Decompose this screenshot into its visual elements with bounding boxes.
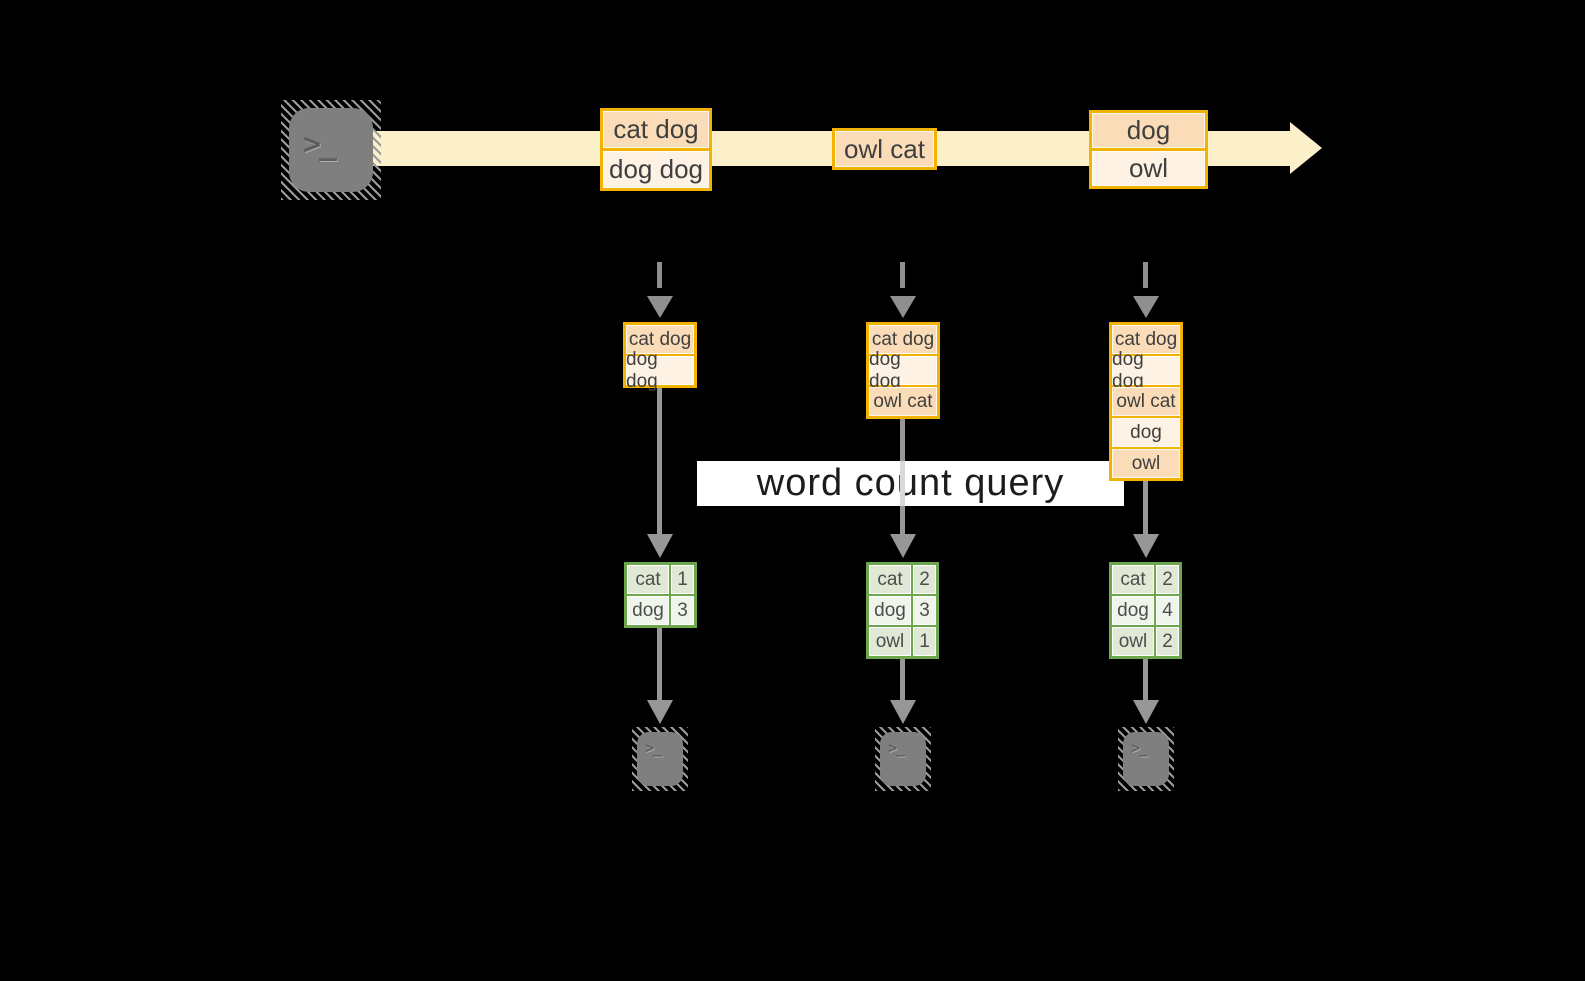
dashed-arrow-line — [1143, 262, 1148, 288]
terminal-screen: >_ — [1123, 732, 1169, 786]
stream-event-box-2: owl cat — [832, 128, 937, 170]
event-queue-1: cat dog dog dog — [623, 322, 697, 392]
count-cell: 1 — [671, 565, 694, 594]
word-cell: owl — [869, 627, 911, 656]
word-cell: dog — [627, 596, 669, 625]
dashed-arrowhead-icon — [890, 296, 916, 318]
count-cell: 2 — [1156, 627, 1179, 656]
queue-item: dog — [1112, 418, 1180, 447]
queue-item: owl — [1112, 449, 1180, 478]
arrow-line — [1143, 659, 1148, 700]
stream-event-box-1: cat dog dog dog — [600, 108, 712, 191]
queue-item: dog dog — [869, 349, 937, 392]
consumer-terminal-icon-1: >_ — [632, 727, 688, 791]
terminal-prompt-icon: >_ — [303, 127, 337, 162]
arrow-line — [657, 388, 662, 534]
terminal-prompt-icon: >_ — [888, 739, 905, 757]
arrow-line — [900, 659, 905, 700]
banner-label: word count query — [756, 462, 1065, 504]
arrow-line-overlay — [900, 461, 905, 506]
stream-event: owl — [1092, 151, 1205, 186]
word-cell: cat — [627, 565, 669, 594]
word-cell: cat — [1112, 565, 1154, 594]
stream-arrowhead-icon — [1290, 122, 1322, 174]
arrowhead-icon — [890, 700, 916, 724]
terminal-prompt-icon: >_ — [645, 739, 662, 757]
terminal-prompt-icon: >_ — [1131, 739, 1148, 757]
terminal-screen: >_ — [637, 732, 683, 786]
word-cell: owl — [1112, 627, 1154, 656]
count-cell: 1 — [913, 627, 936, 656]
stream-event: cat dog — [603, 111, 709, 148]
queue-item: dog dog — [1112, 349, 1180, 392]
word-cell: dog — [869, 596, 911, 625]
word-count-query-banner: word count query — [697, 461, 1124, 506]
arrow-line — [657, 628, 662, 700]
terminal-screen: >_ — [880, 732, 926, 786]
queue-item: cat dog — [626, 325, 694, 354]
consumer-terminal-icon-2: >_ — [875, 727, 931, 791]
word-count-table-3: cat 2 dog 4 owl 2 — [1109, 562, 1182, 659]
count-cell: 2 — [1156, 565, 1179, 594]
queue-item: owl cat — [869, 387, 937, 416]
arrowhead-icon — [647, 534, 673, 558]
word-cell: dog — [1112, 596, 1154, 625]
dashed-arrowhead-icon — [647, 296, 673, 318]
stream-event-box-3: dog owl — [1089, 110, 1208, 189]
count-cell: 3 — [913, 596, 936, 625]
stream-event: dog — [1092, 113, 1205, 148]
arrowhead-icon — [890, 534, 916, 558]
arrowhead-icon — [1133, 700, 1159, 724]
word-count-table-1: cat 1 dog 3 — [624, 562, 697, 628]
terminal-screen: >_ — [289, 108, 373, 192]
word-count-table-2: cat 2 dog 3 owl 1 — [866, 562, 939, 659]
queue-item: cat dog — [869, 325, 937, 354]
producer-terminal-icon: >_ — [281, 100, 381, 200]
dashed-arrowhead-icon — [1133, 296, 1159, 318]
queue-item: cat dog — [1112, 325, 1180, 354]
count-cell: 2 — [913, 565, 936, 594]
arrow-line — [1143, 481, 1148, 534]
count-cell: 3 — [671, 596, 694, 625]
stream-event: owl cat — [835, 131, 934, 167]
dashed-arrow-line — [657, 262, 662, 288]
queue-item: dog dog — [626, 349, 694, 392]
consumer-terminal-icon-3: >_ — [1118, 727, 1174, 791]
arrowhead-icon — [1133, 534, 1159, 558]
stream-event: dog dog — [603, 151, 709, 188]
word-cell: cat — [869, 565, 911, 594]
dashed-arrow-line — [900, 262, 905, 288]
event-queue-2: cat dog dog dog owl cat — [866, 322, 940, 419]
event-queue-3: cat dog dog dog owl cat dog owl — [1109, 322, 1183, 481]
count-cell: 4 — [1156, 596, 1179, 625]
arrowhead-icon — [647, 700, 673, 724]
queue-item: owl cat — [1112, 387, 1180, 416]
